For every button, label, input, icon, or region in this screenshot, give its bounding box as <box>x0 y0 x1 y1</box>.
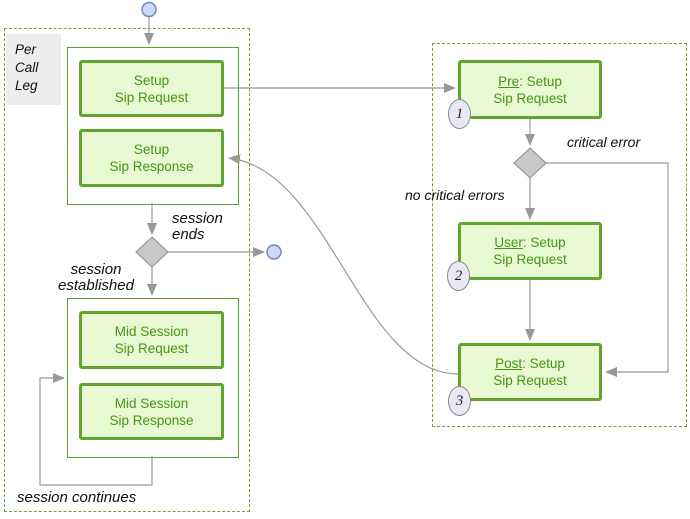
node-rest: : Setup <box>519 73 562 89</box>
node-line2: Sip Request <box>114 89 189 105</box>
decision-critical-error <box>513 147 547 179</box>
node-user-setup-sip-request: User: Setup Sip Request <box>458 222 602 280</box>
node-line2: Sip Request <box>114 341 189 356</box>
node-line1: Pre: Setup <box>498 73 562 90</box>
node-line2: Sip Response <box>109 159 194 174</box>
region-label-per-call-leg: Per Call Leg <box>6 34 61 105</box>
edge-label-session-established: session established <box>58 261 134 294</box>
step-badge-2: 2 <box>447 261 470 291</box>
node-mid-session-sip-request: Mid Session Sip Request <box>79 311 224 369</box>
node-line1: Mid Session <box>114 395 189 411</box>
edge-session-continues-loop <box>39 373 153 486</box>
node-prefix: Pre <box>498 73 520 89</box>
node-line2: Sip Response <box>109 412 194 428</box>
node-pre-setup-sip-request: Pre: Setup Sip Request <box>458 60 602 119</box>
node-rest: : Setup <box>522 235 566 250</box>
node-line2: Sip Request <box>493 252 567 267</box>
edge-post-to-setup-response <box>228 154 459 375</box>
node-setup-sip-response: Setup Sip Response <box>79 129 224 187</box>
node-setup-sip-request: Setup Sip Request <box>79 60 224 117</box>
edge-label-session-ends: session ends <box>172 210 223 243</box>
node-rest: : Setup <box>522 356 565 371</box>
step-badge-3: 3 <box>448 386 471 416</box>
final-node <box>266 244 282 260</box>
node-mid-session-sip-response: Mid Session Sip Response <box>79 383 224 440</box>
node-line1: Mid Session <box>114 324 189 339</box>
region-per-call-leg <box>4 28 250 512</box>
edge-label-no-critical-errors: no critical errors <box>405 187 505 203</box>
node-line2: Sip Request <box>493 90 567 106</box>
node-prefix: User <box>494 235 523 250</box>
decision-session <box>135 236 169 268</box>
region-setup-handlers <box>432 43 687 427</box>
edge-label-critical-error: critical error <box>567 134 641 150</box>
node-prefix: Post <box>495 356 523 371</box>
node-post-setup-sip-request: Post: Setup Sip Request <box>458 343 602 401</box>
node-line2: Sip Request <box>493 373 567 388</box>
edge-critical-error-to-post <box>546 162 669 377</box>
initial-node <box>141 1 157 18</box>
node-line1: Setup <box>133 72 170 88</box>
edge-label-session-continues: session continues <box>17 489 137 506</box>
node-line1: Setup <box>133 142 170 157</box>
node-line1: User: Setup <box>494 234 565 251</box>
step-badge-1: 1 <box>448 99 471 129</box>
node-line1: Post: Setup <box>495 355 565 372</box>
